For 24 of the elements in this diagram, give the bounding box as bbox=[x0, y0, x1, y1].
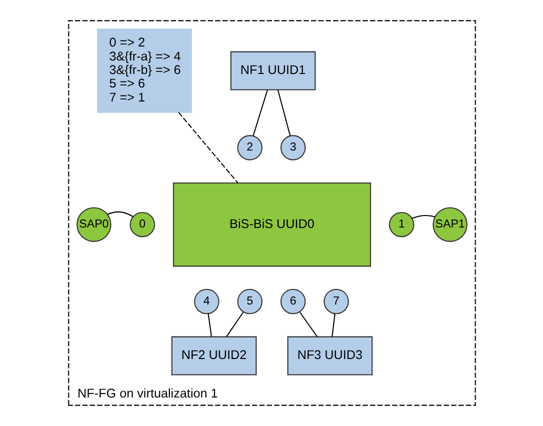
connector bbox=[412, 214, 435, 219]
node-box: NF1 UUID1 bbox=[230, 51, 316, 90]
node-circle: 4 bbox=[194, 288, 219, 314]
node-circle: SAP0 bbox=[76, 207, 111, 242]
connector bbox=[252, 90, 268, 136]
connector bbox=[178, 112, 238, 184]
node-circle: 0 bbox=[129, 212, 155, 238]
connector bbox=[106, 211, 133, 218]
node-circle: 5 bbox=[236, 288, 262, 314]
node-circle: 6 bbox=[280, 288, 306, 314]
connector bbox=[331, 314, 335, 337]
node-circle: SAP1 bbox=[432, 207, 467, 242]
node-box: 0 => 2 3&{fr-a} => 4 3&{fr-b} => 6 5 => 6 7 => 1 bbox=[96, 28, 192, 113]
connector bbox=[298, 312, 318, 337]
node-box: BiS-BiS UUID0 bbox=[172, 182, 371, 267]
node-box: NF3 UUID3 bbox=[286, 336, 372, 376]
node-circle: 7 bbox=[323, 288, 348, 314]
node-circle: 3 bbox=[280, 135, 306, 160]
node-circle: 2 bbox=[236, 135, 262, 160]
connector bbox=[207, 314, 212, 337]
connector bbox=[226, 312, 244, 337]
node-circle: 1 bbox=[388, 212, 414, 238]
connector bbox=[276, 90, 290, 136]
node-box: NF2 UUID2 bbox=[170, 336, 256, 376]
